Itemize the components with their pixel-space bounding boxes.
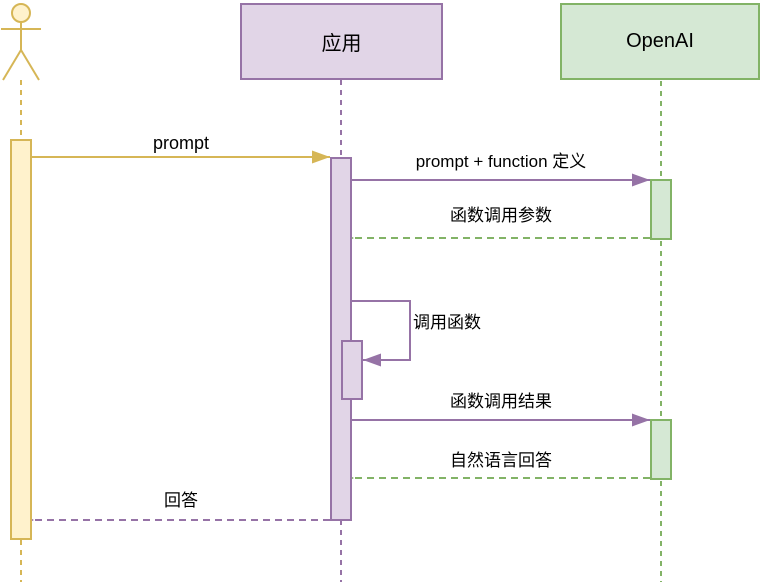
message-label-function-params: 函数调用参数 — [450, 206, 552, 225]
app-nested-activation-bar — [341, 340, 363, 400]
actor-right-leg — [20, 49, 40, 81]
message-label-natural-answer: 自然语言回答 — [450, 451, 552, 470]
participant-box-openai: OpenAI — [560, 3, 760, 80]
message-label-prompt-function: prompt + function 定义 — [415, 152, 587, 171]
participant-label-openai: OpenAI — [626, 30, 694, 52]
actor-figure — [1, 3, 41, 81]
openai-activation-bar-1 — [650, 179, 672, 240]
actor-head-icon — [11, 3, 31, 23]
app-activation-bar — [330, 157, 352, 521]
openai-activation-bar-2 — [650, 419, 672, 480]
actor-left-leg — [2, 49, 22, 81]
actor-activation-bar — [10, 139, 32, 540]
message-label-self-call: 调用函数 — [413, 313, 481, 332]
participant-label-app: 应用 — [321, 33, 362, 55]
participant-box-app: 应用 — [240, 3, 443, 80]
message-label-answer: 回答 — [164, 491, 198, 510]
message-line-self-call — [352, 300, 411, 367]
message-label-function-result: 函数调用结果 — [450, 392, 552, 411]
message-label-prompt: prompt — [152, 133, 210, 153]
